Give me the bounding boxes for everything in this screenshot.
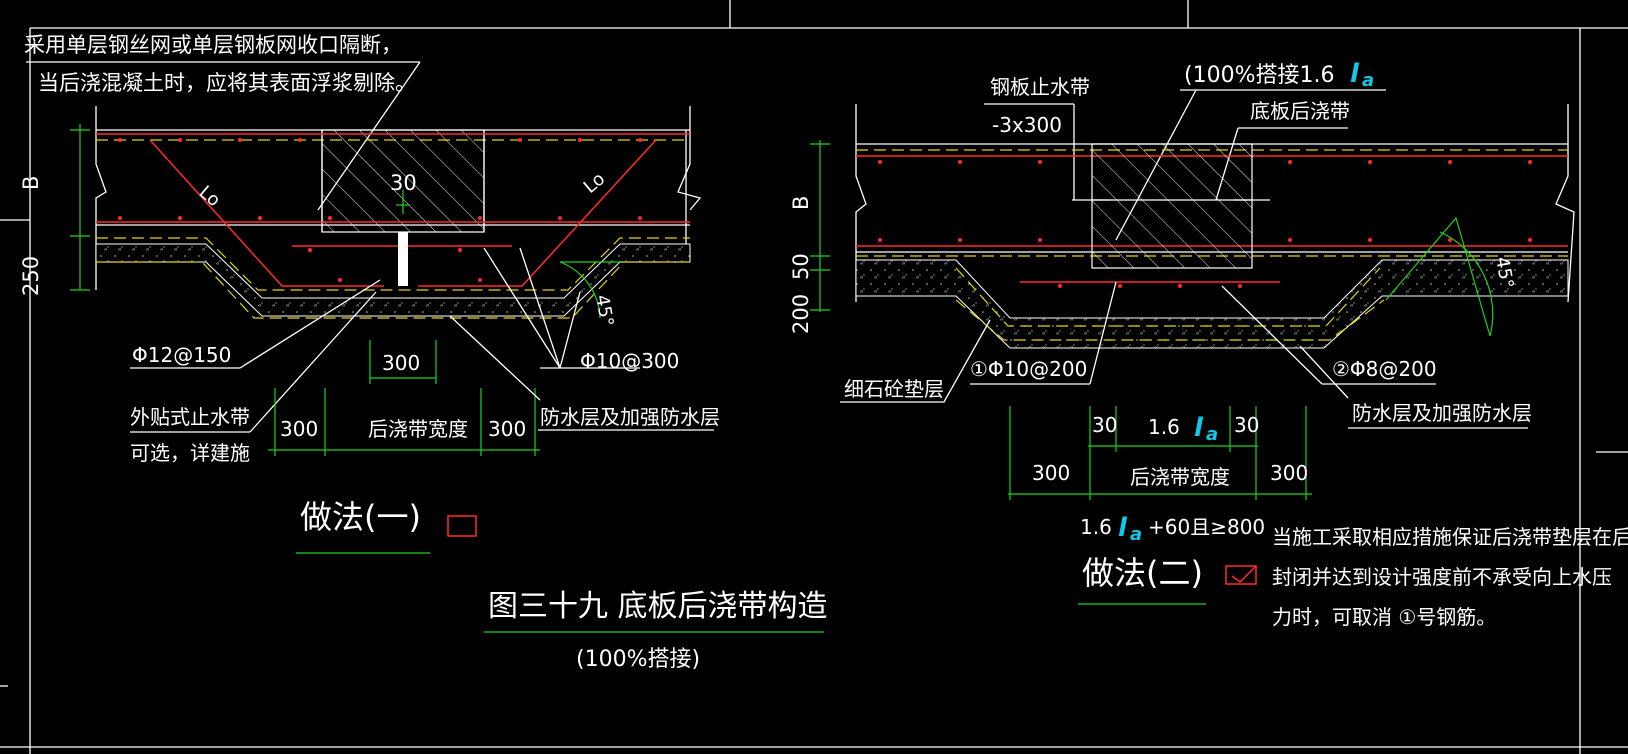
rebar-phi10: Φ10@300 bbox=[580, 349, 679, 373]
lap-la-symbol: l bbox=[1350, 59, 1360, 89]
dim-300-right-one: 300 bbox=[488, 417, 526, 441]
top-note: 采用单层钢丝网或单层钢板网收口隔断， 当后浇混凝土时，应将其表面浮浆剔除。 bbox=[24, 33, 421, 211]
side-note-line1: 当施工采取相应措施保证后浇带垫层在后浇带 bbox=[1272, 525, 1628, 549]
dim-la-symbol: l bbox=[1194, 413, 1204, 443]
lap-note: (100%搭接1.6 bbox=[1184, 63, 1334, 88]
dim-300-left-two: 300 bbox=[1032, 461, 1070, 485]
method-two-marker bbox=[1225, 565, 1257, 585]
dim-250: 250 bbox=[19, 256, 43, 296]
rebar-phi12: Φ12@150 bbox=[132, 343, 231, 367]
side-note-line2: 封闭并达到设计强度前不承受向上水压 bbox=[1272, 565, 1612, 589]
band-width-two: 后浇带宽度 bbox=[1130, 465, 1230, 489]
top-note-line1: 采用单层钢丝网或单层钢板网收口隔断， bbox=[24, 33, 402, 57]
side-note-line3: 力时，可取消 ①号钢筋。 bbox=[1272, 605, 1496, 629]
lap-la-sub: a bbox=[1362, 70, 1374, 91]
dim-la-sub: a bbox=[1206, 424, 1218, 445]
figure-subtitle: (100%搭接) bbox=[576, 647, 700, 672]
method-two-label: 做法(二) bbox=[1082, 554, 1203, 592]
dim-30: 30 bbox=[390, 171, 417, 195]
formula-la-sub: a bbox=[1130, 524, 1142, 545]
dim-300-left-one: 300 bbox=[280, 417, 318, 441]
dim-200: 200 bbox=[789, 294, 813, 334]
dim-b-right: B bbox=[789, 196, 813, 210]
band-label: 底板后浇带 bbox=[1250, 99, 1350, 123]
waterstop-line1: 外贴式止水带 bbox=[130, 405, 250, 429]
method-one-detail: B 250 Lo Lo 30 45° Φ12@150 Φ10@300 300 外… bbox=[19, 106, 720, 554]
la-right: Lo bbox=[580, 168, 609, 197]
angle-45-one: 45° bbox=[591, 293, 617, 328]
fine-cushion: 细石砼垫层 bbox=[844, 377, 944, 401]
dim-50: 50 bbox=[789, 253, 813, 280]
formula-post: +60且≥800 bbox=[1148, 515, 1265, 539]
dim-16: 1.6 bbox=[1148, 415, 1180, 439]
formula-la-symbol: l bbox=[1118, 513, 1128, 543]
rebar-2: ②Φ8@200 bbox=[1332, 357, 1437, 381]
top-note-line2: 当后浇混凝土时，应将其表面浮浆剔除。 bbox=[38, 71, 416, 95]
waterproof-one: 防水层及加强防水层 bbox=[540, 405, 720, 429]
dim-b-left: B bbox=[19, 176, 43, 190]
la-left: Lo bbox=[195, 182, 224, 211]
dim-300-center: 300 bbox=[382, 351, 420, 375]
band-width-one: 后浇带宽度 bbox=[368, 417, 468, 441]
figure-title: 图三十九 底板后浇带构造 (100%搭接) bbox=[484, 589, 828, 672]
side-note: 当施工采取相应措施保证后浇带垫层在后浇带 封闭并达到设计强度前不承受向上水压 力… bbox=[1272, 525, 1628, 629]
plate-size: -3x300 bbox=[992, 113, 1062, 137]
rebar-1: ①Φ10@200 bbox=[970, 357, 1087, 381]
dim-30-left: 30 bbox=[1092, 413, 1117, 437]
dim-300-right-two: 300 bbox=[1270, 461, 1308, 485]
method-one-label: 做法(一) bbox=[300, 498, 421, 536]
formula-pre: 1.6 bbox=[1080, 515, 1112, 539]
method-one-marker bbox=[447, 515, 477, 537]
method-two-detail: (100%搭接1.6 l a 钢板止水带 -3x300 底板后浇带 bbox=[789, 59, 1575, 605]
figure-title-text: 图三十九 底板后浇带构造 bbox=[488, 589, 828, 624]
waterproof-two: 防水层及加强防水层 bbox=[1352, 401, 1532, 425]
dim-30-right: 30 bbox=[1234, 413, 1259, 437]
waterstop-line2: 可选，详建施 bbox=[130, 441, 250, 465]
steel-plate-label: 钢板止水带 bbox=[990, 75, 1090, 99]
